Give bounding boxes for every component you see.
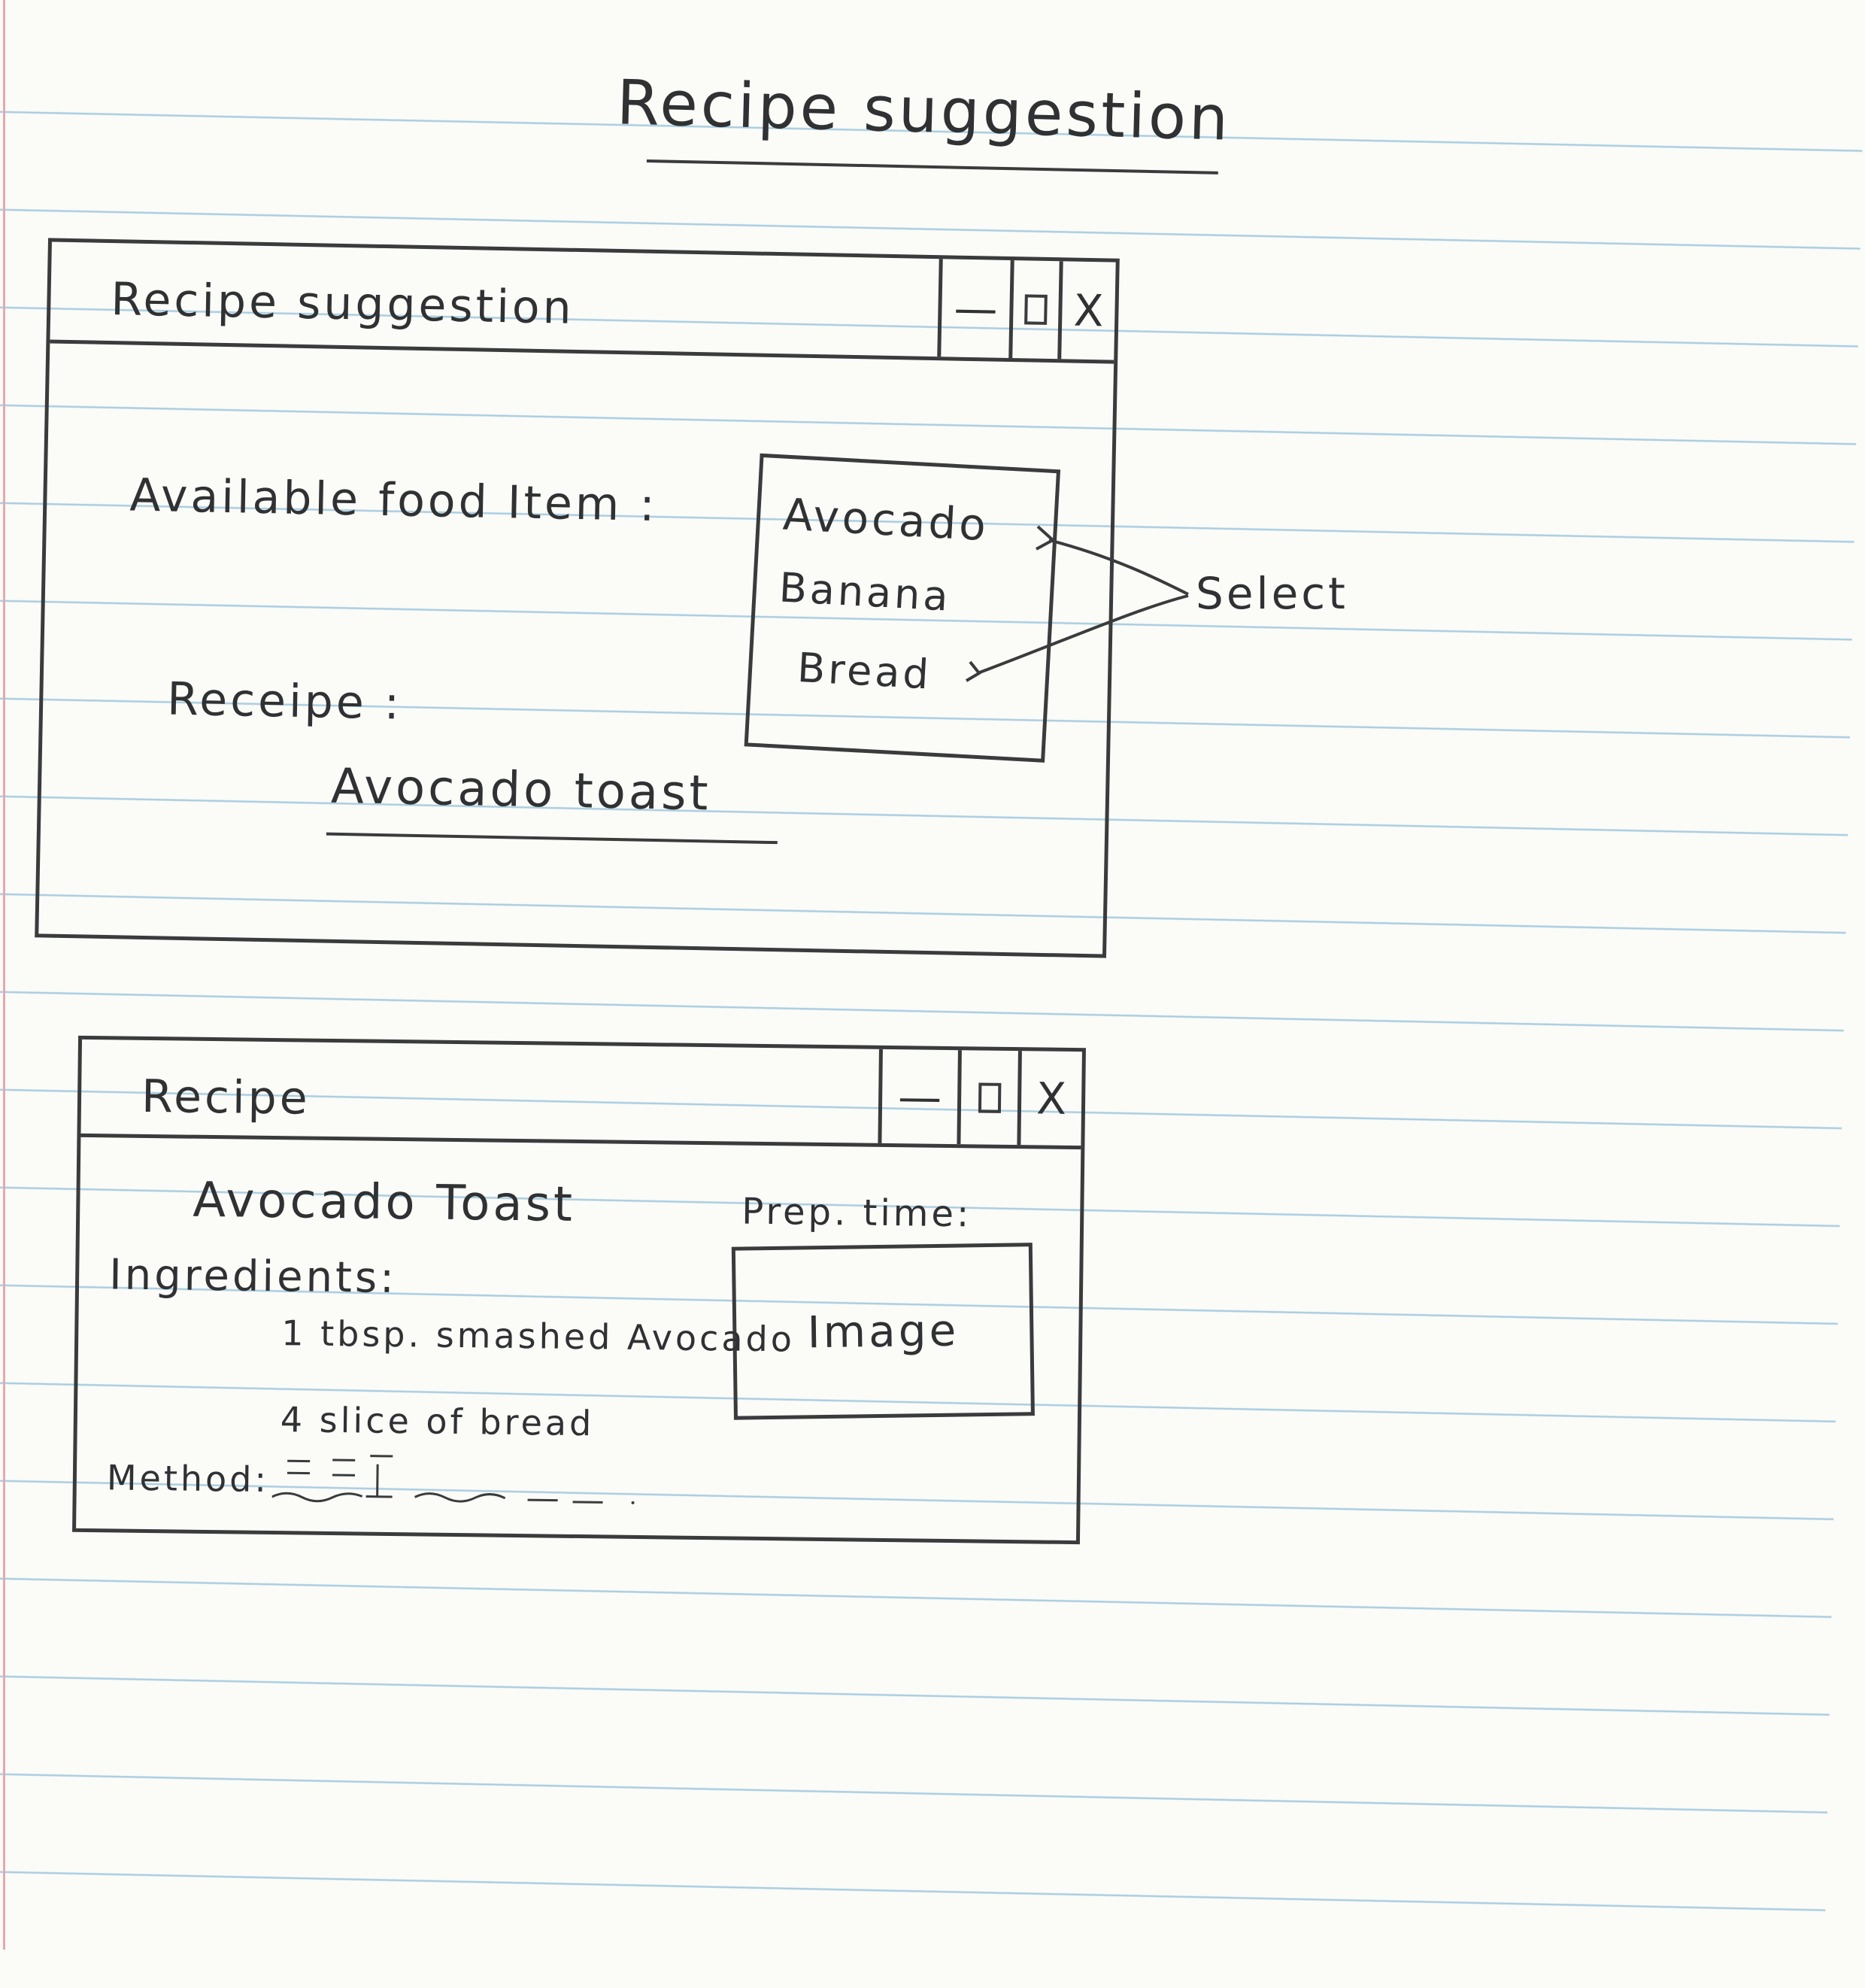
maximize-button[interactable] bbox=[957, 1050, 1018, 1145]
prep-time-label: Prep. time: bbox=[741, 1191, 972, 1236]
ingredients-label: Ingredients: bbox=[109, 1250, 398, 1303]
method-placeholder-scribble bbox=[271, 1452, 693, 1510]
maximize-icon bbox=[978, 1082, 1000, 1112]
minimize-button[interactable]: — bbox=[878, 1049, 958, 1144]
ingredient-item: 4 slice of bread bbox=[281, 1399, 595, 1443]
select-annotation-label: Select bbox=[1196, 568, 1348, 619]
dish-name: Avocado Toast bbox=[193, 1173, 575, 1233]
ingredient-item: 1 tbsp. smashed Avocado bbox=[281, 1313, 795, 1359]
image-placeholder-text: Image bbox=[807, 1305, 960, 1358]
recipe-window: Recipe — X Avocado Toast Prep. time: Ima… bbox=[72, 1036, 1086, 1544]
method-label: Method: bbox=[107, 1457, 270, 1500]
titlebar: Recipe — X bbox=[80, 1040, 1081, 1149]
window-title: Recipe bbox=[141, 1070, 311, 1125]
close-button[interactable]: X bbox=[1017, 1051, 1082, 1146]
window-controls: — X bbox=[878, 1049, 1082, 1146]
minimize-icon: — bbox=[898, 1071, 942, 1123]
close-icon: X bbox=[1036, 1073, 1067, 1124]
